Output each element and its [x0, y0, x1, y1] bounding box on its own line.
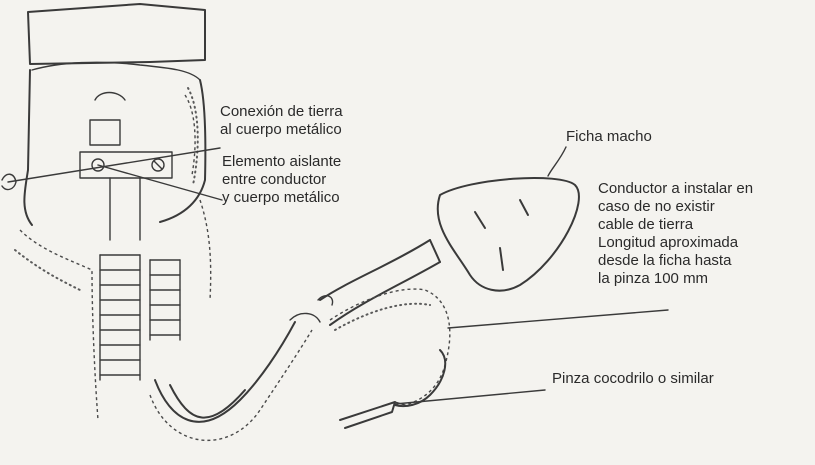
power-cable [149, 239, 441, 442]
ground-connection-label: Conexión de tierra al cuerpo metálico [220, 103, 343, 139]
insulating-element-label: Elemento aislante entre conductor y cuer… [222, 153, 341, 207]
conductor-note-line-1: Conductor a instalar en [598, 180, 754, 197]
conductor-note-line-3: cable de tierra [598, 216, 694, 233]
conductor-note-line-4: Longitud aproximada [598, 234, 739, 251]
ground-connection-line-1: Conexión de tierra [220, 103, 343, 120]
conductor-note-line-5: desde la ficha hasta [598, 252, 732, 269]
insulating-element-line-1: Elemento aislante [222, 153, 342, 170]
earth-conductor [329, 288, 451, 408]
leader-lines [7, 146, 669, 405]
male-plug-label: Ficha macho [566, 128, 652, 145]
ground-connection-line-2: al cuerpo metálico [220, 121, 342, 138]
insulating-element-line-3: y cuerpo metálico [222, 189, 340, 206]
plug-drawing [429, 176, 580, 292]
conductor-note-line-6: la pinza 100 mm [598, 270, 709, 287]
insulating-element-line-2: entre conductor [222, 171, 327, 188]
appliance-body [1, 3, 212, 421]
clip-label: Pinza cocodrilo o similar [552, 370, 714, 387]
conductor-note-line-2: caso de no existir [598, 198, 715, 215]
conductor-note-label: Conductor a instalar en caso de no exist… [598, 180, 753, 288]
